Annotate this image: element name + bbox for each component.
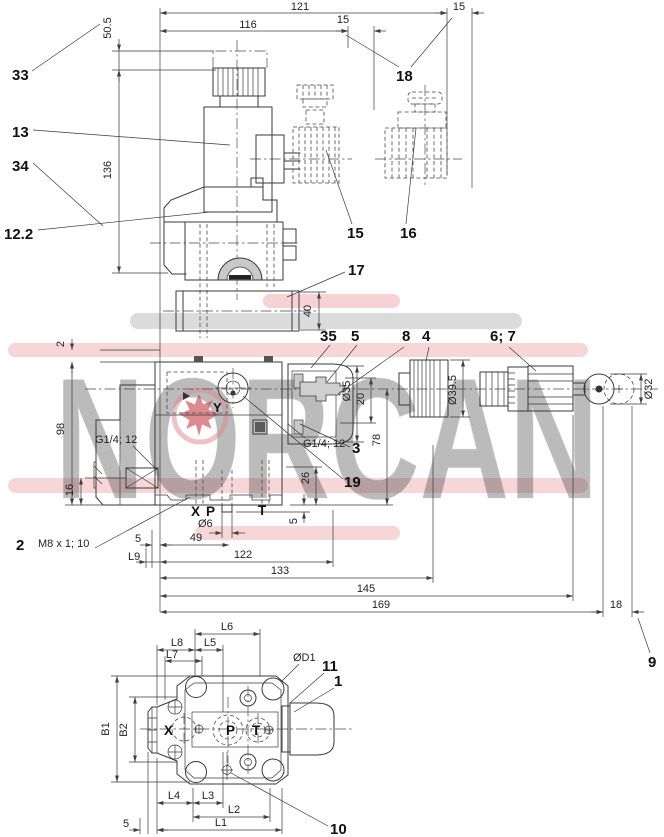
cable-gland bbox=[292, 84, 340, 184]
dim-122: 122 bbox=[234, 549, 252, 561]
dim-20: 20 bbox=[355, 393, 367, 405]
watermark-bar bbox=[8, 478, 588, 493]
port-label-p-front: P bbox=[206, 504, 215, 519]
dim-B1: B1 bbox=[100, 722, 112, 735]
port-label-t-front: T bbox=[258, 503, 267, 518]
valve-bracket bbox=[163, 177, 297, 338]
dim-78: 78 bbox=[371, 434, 383, 446]
dim-L7: L7 bbox=[166, 649, 178, 661]
port-label-t-top: T bbox=[252, 723, 261, 738]
top-view-dimensions: L6 L8 L5 L7 ØD1 11 1 B1 B2 X P T L4 L3 L… bbox=[100, 621, 347, 837]
top-view-body bbox=[140, 675, 352, 785]
item-label-13: 13 bbox=[12, 124, 29, 141]
dim-50-5: 50.5 bbox=[102, 17, 114, 38]
port-label-y: Y bbox=[213, 400, 222, 415]
dim-2: 2 bbox=[55, 341, 67, 347]
dim-5-top: 5 bbox=[123, 818, 129, 830]
dim-L6: L6 bbox=[221, 621, 233, 633]
item-label-3: 3 bbox=[352, 440, 360, 457]
dim-26: 26 bbox=[300, 472, 312, 484]
dim-dia39-5: Ø39.5 bbox=[447, 375, 459, 405]
item-label-9: 9 bbox=[648, 654, 656, 671]
item-label-15: 15 bbox=[347, 225, 364, 242]
watermark-bar bbox=[8, 343, 588, 357]
dim-B2: B2 bbox=[118, 723, 130, 736]
dim-40: 40 bbox=[302, 305, 314, 317]
dim-5-front: 5 bbox=[135, 533, 141, 545]
item-label-33: 33 bbox=[12, 67, 29, 84]
watermark-bar bbox=[263, 294, 400, 308]
thread-m8: M8 x 1; 10 bbox=[38, 538, 89, 550]
dim-116: 116 bbox=[239, 19, 257, 31]
dim-dia6: Ø6 bbox=[198, 518, 213, 530]
thread-g14-right: G1/4; 12 bbox=[303, 438, 345, 450]
item-label-6-7: 6; 7 bbox=[490, 328, 516, 345]
item-label-10: 10 bbox=[330, 821, 347, 837]
dim-49: 49 bbox=[190, 532, 202, 544]
dim-5-stub: 5 bbox=[288, 518, 300, 524]
dim-136: 136 bbox=[102, 161, 114, 179]
dim-L8: L8 bbox=[171, 637, 183, 649]
dim-L5: L5 bbox=[204, 637, 216, 649]
plug-connector bbox=[384, 85, 448, 185]
dim-121: 121 bbox=[291, 1, 309, 13]
dim-L4: L4 bbox=[168, 790, 180, 802]
item-label-4: 4 bbox=[422, 328, 431, 345]
item-label-35: 35 bbox=[320, 328, 337, 345]
item-label-18: 18 bbox=[396, 68, 413, 85]
side-view-linework bbox=[112, 8, 473, 612]
item-label-16: 16 bbox=[400, 225, 417, 242]
item-label-19: 19 bbox=[344, 474, 361, 491]
item-label-17: 17 bbox=[348, 262, 365, 279]
solenoid bbox=[203, 67, 301, 213]
item-label-2: 2 bbox=[16, 537, 24, 554]
pilot-head bbox=[287, 363, 354, 445]
dim-L2: L2 bbox=[228, 804, 240, 816]
dim-145: 145 bbox=[357, 583, 375, 595]
dim-L1: L1 bbox=[215, 817, 227, 829]
dim-dia32: Ø32 bbox=[643, 379, 655, 400]
thread-g14-left: G1/4; 12 bbox=[95, 434, 137, 446]
dim-D1: ØD1 bbox=[293, 652, 316, 664]
port-label-x-front: X bbox=[191, 504, 200, 519]
watermark-bar bbox=[195, 526, 400, 540]
damping-cylinder bbox=[175, 290, 300, 332]
port-label-p-top: P bbox=[226, 723, 235, 738]
dim-L9: L9 bbox=[128, 551, 140, 563]
dim-18-front: 18 bbox=[610, 599, 622, 611]
item-label-12-2: 12.2 bbox=[4, 226, 33, 243]
dim-L3: L3 bbox=[202, 790, 214, 802]
front-view-dimensions: 2 98 16 G1/4; 12 Ø35 20 78 26 5 Ø6 X P T… bbox=[16, 328, 656, 671]
side-view-dimensions: 121 15 116 15 50.5 136 40 33 13 34 12.2 … bbox=[4, 1, 484, 331]
dim-133: 133 bbox=[271, 565, 289, 577]
top-view-linework bbox=[140, 675, 352, 785]
item-label-34: 34 bbox=[12, 158, 29, 175]
dim-16: 16 bbox=[64, 484, 76, 496]
item-label-1: 1 bbox=[334, 673, 342, 690]
dim-15-mid: 15 bbox=[337, 14, 349, 26]
watermark-bar-gray bbox=[130, 313, 522, 329]
item-label-11: 11 bbox=[322, 658, 338, 675]
item-label-5: 5 bbox=[351, 328, 359, 345]
port-label-x-top: X bbox=[164, 723, 173, 738]
dim-15-right: 15 bbox=[453, 1, 465, 13]
item-label-8: 8 bbox=[402, 328, 410, 345]
watermark-ring bbox=[171, 387, 229, 445]
dim-169: 169 bbox=[372, 599, 390, 611]
adjustment-knob bbox=[398, 359, 449, 418]
dim-98: 98 bbox=[55, 423, 67, 435]
